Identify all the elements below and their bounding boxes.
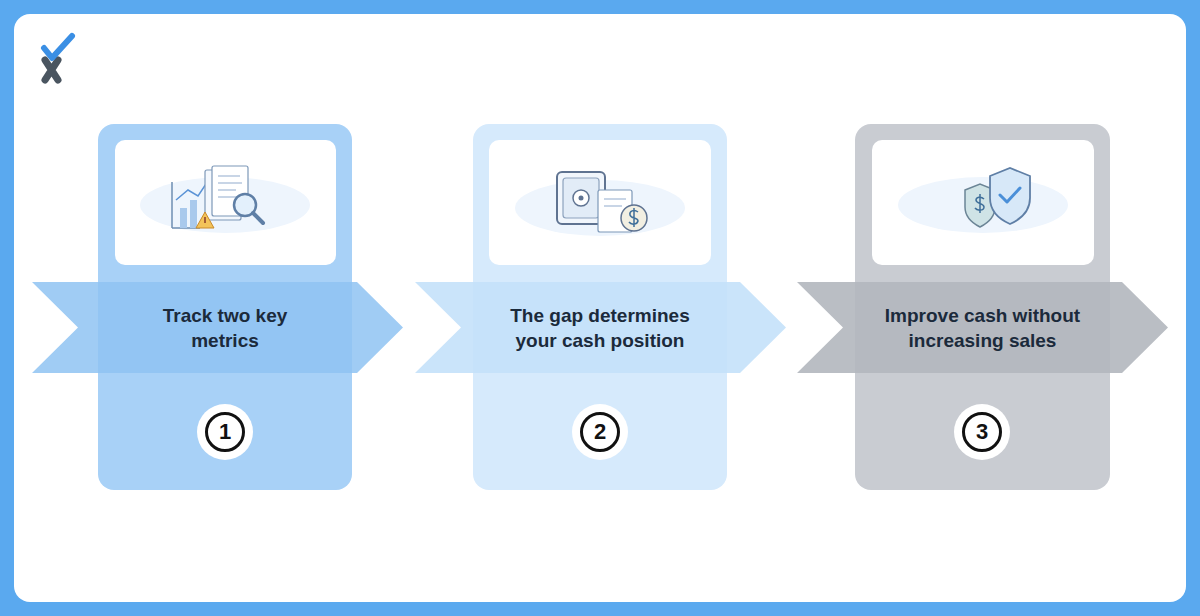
step-band: Improve cash without increasing sales — [797, 282, 1168, 373]
callout-number: 2 — [580, 412, 620, 452]
chevron-shape — [415, 282, 786, 373]
step-label: The gap determines your cash position — [493, 303, 708, 353]
chevron-shape — [32, 282, 403, 373]
step-label: Improve cash without increasing sales — [863, 303, 1103, 353]
chevron-shape — [797, 282, 1168, 373]
step-card — [473, 124, 727, 490]
step-card — [855, 124, 1110, 490]
chevron-fill — [32, 282, 403, 373]
illustration-box — [489, 140, 711, 265]
chevron-fill — [415, 282, 786, 373]
step-band: The gap determines your cash position — [415, 282, 786, 373]
illustration-box — [872, 140, 1094, 265]
step-number: 2 — [572, 404, 628, 460]
callout-number: 3 — [962, 412, 1002, 452]
band-text-holder: The gap determines your cash position — [473, 282, 727, 373]
safe-illustration — [515, 172, 685, 236]
step-label: Track two key metrics — [140, 303, 310, 353]
step-number: 1 — [197, 404, 253, 460]
band-text-holder: Improve cash without increasing sales — [855, 282, 1110, 373]
white-card — [14, 14, 1186, 602]
callout-number: 1 — [205, 412, 245, 452]
step-band: Track two key metrics — [32, 282, 403, 373]
illustration-box — [115, 140, 336, 265]
metrics-illustration — [140, 166, 310, 233]
shield-illustration — [898, 168, 1068, 233]
logo — [44, 36, 72, 80]
step-number: 3 — [954, 404, 1010, 460]
band-text-holder: Track two key metrics — [98, 282, 352, 373]
chevron-fill — [797, 282, 1168, 373]
